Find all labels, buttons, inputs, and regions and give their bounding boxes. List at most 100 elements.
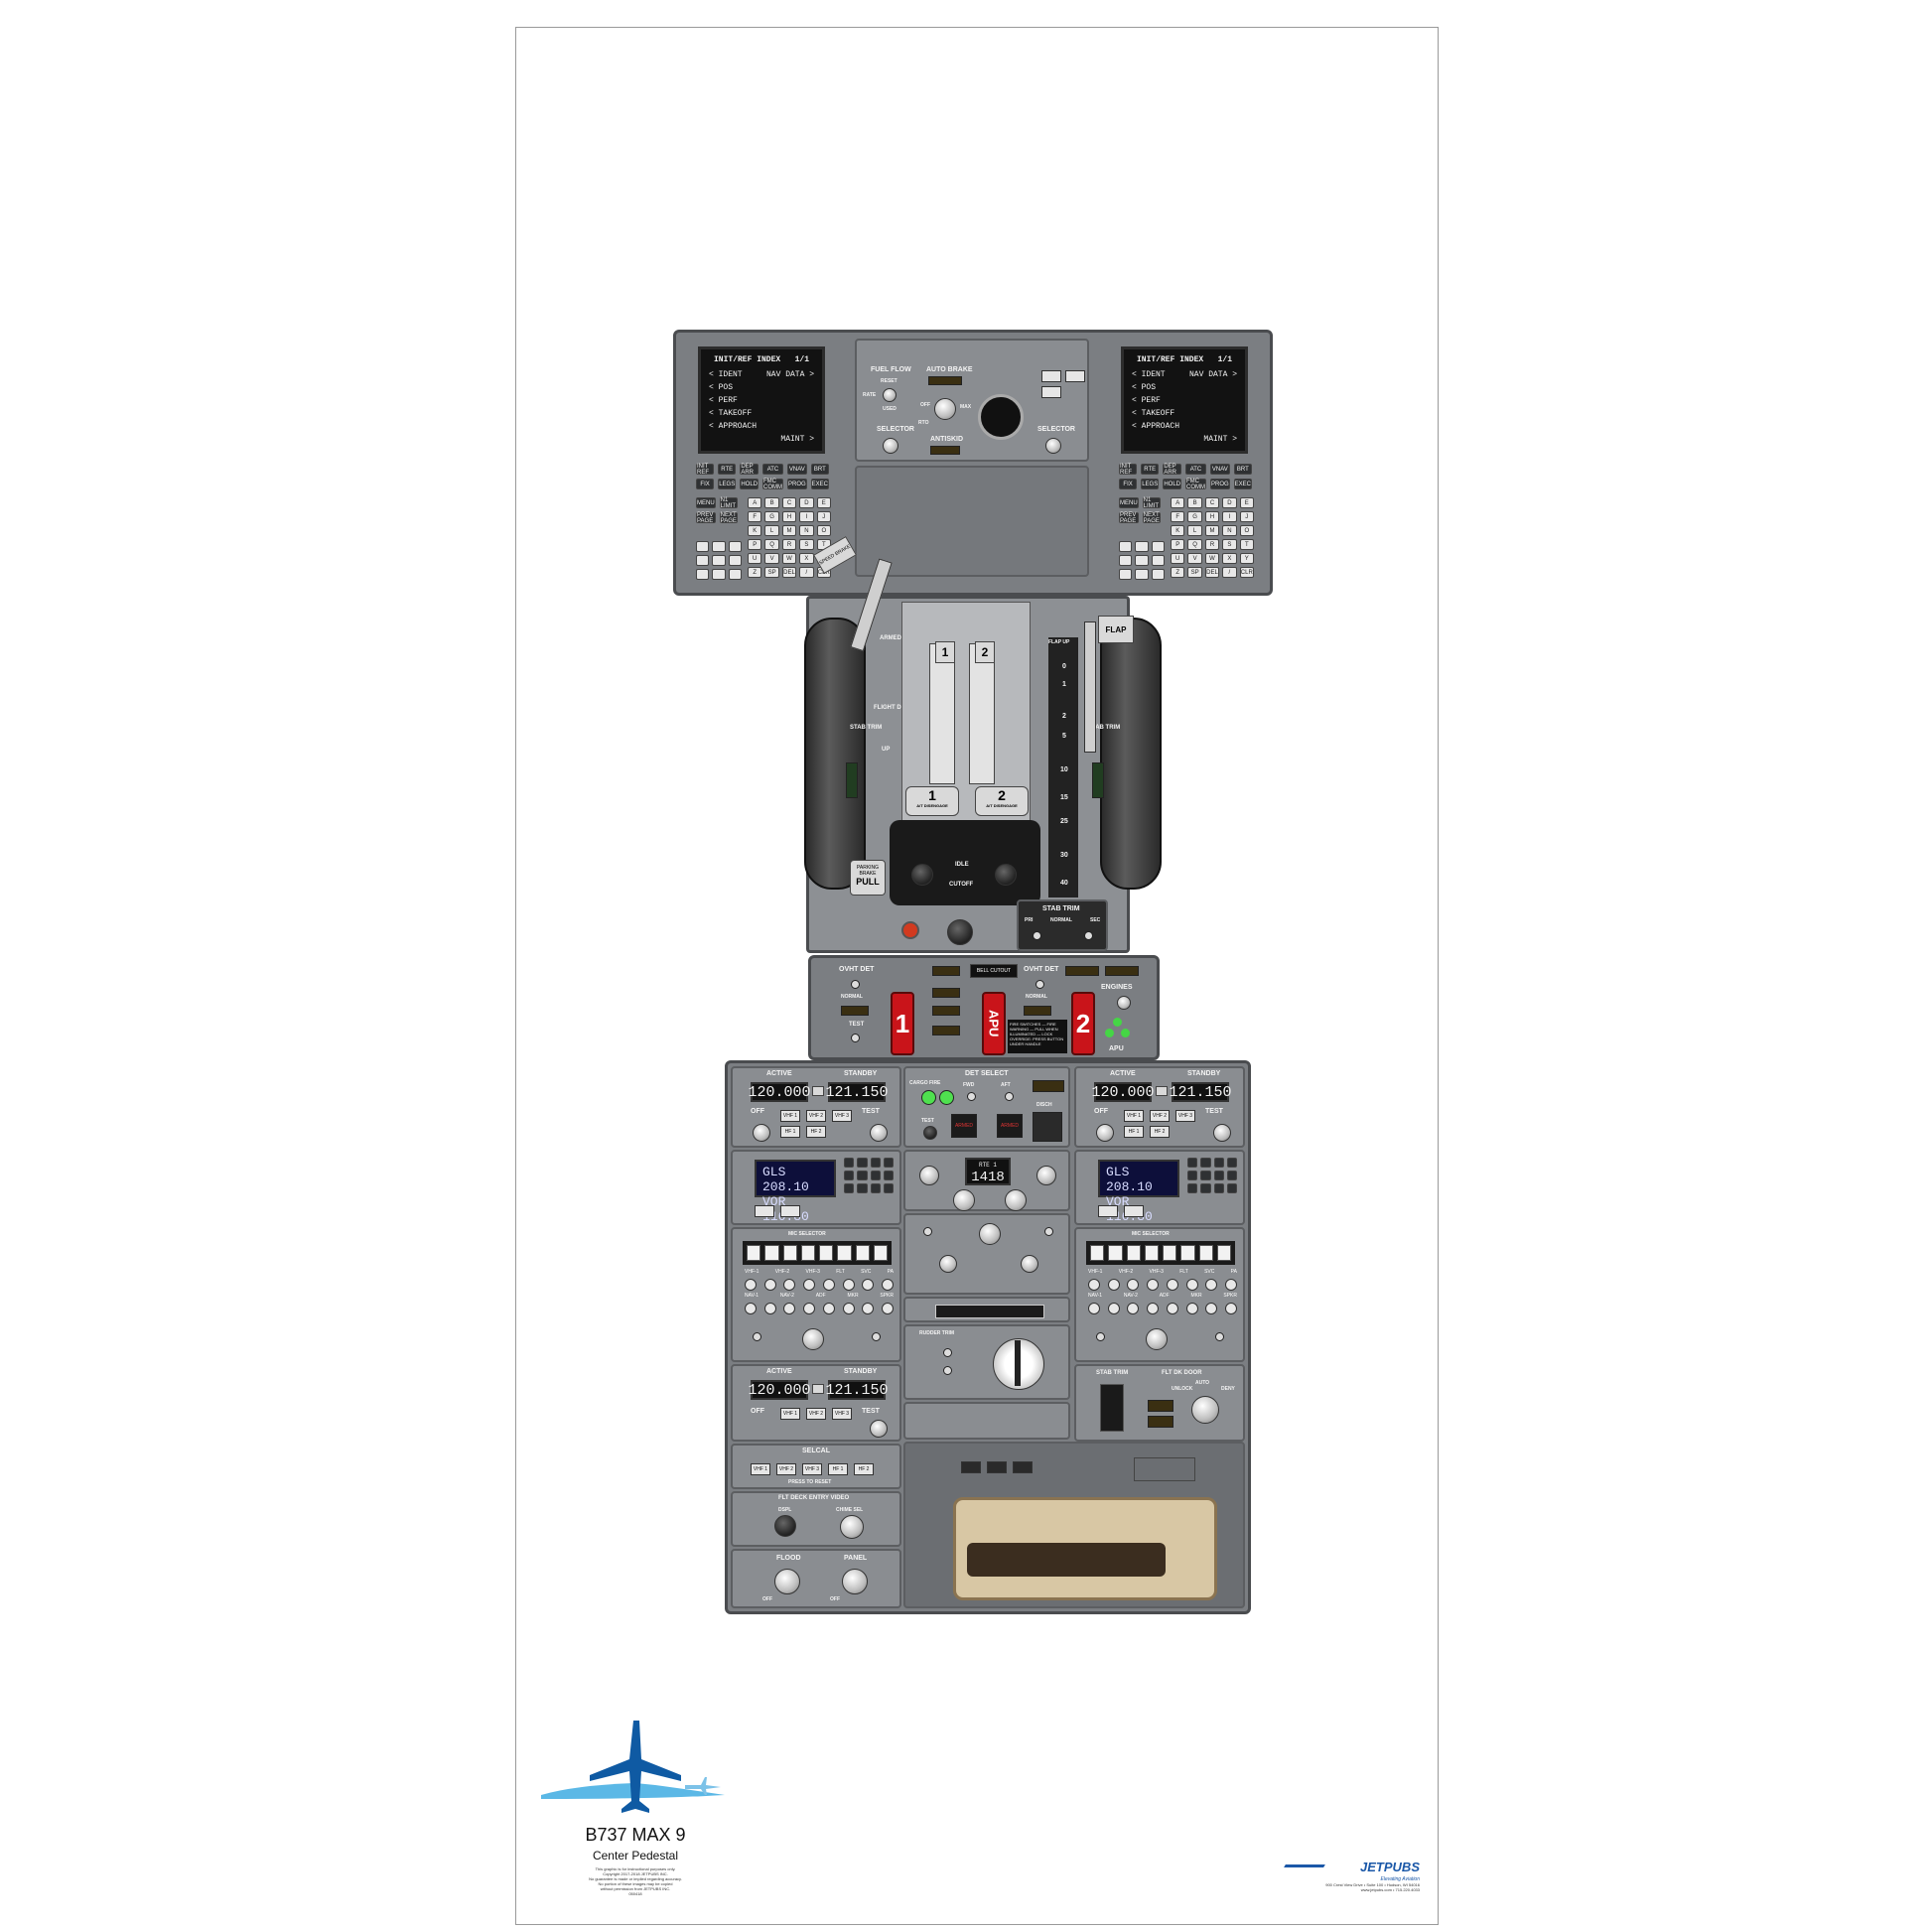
- chime-select-knob[interactable]: [840, 1515, 864, 1539]
- audio-knob-l1-0[interactable]: [745, 1279, 757, 1291]
- key-prog[interactable]: PROG: [786, 479, 807, 489]
- stab-trim-wheel-left[interactable]: [804, 618, 866, 890]
- cdu-left-key-11[interactable]: L: [764, 525, 779, 536]
- cdu-left-key-14[interactable]: O: [816, 525, 831, 536]
- atc-knob-left[interactable]: [919, 1166, 939, 1185]
- vhf-tune-knob-left-b[interactable]: [870, 1124, 888, 1142]
- at-disengage-2[interactable]: A/T DISENGAGE: [986, 803, 1018, 808]
- key-exec-right[interactable]: EXEC: [1233, 479, 1252, 489]
- cdu-right-key-23[interactable]: X: [1222, 553, 1237, 564]
- key-menu-right[interactable]: MENU: [1119, 497, 1139, 508]
- cdu-left-key-9[interactable]: J: [816, 511, 831, 522]
- atc-code-knob-a[interactable]: [953, 1189, 975, 1211]
- cdu-right-key-16[interactable]: Q: [1187, 539, 1202, 550]
- cdu-left-key-18[interactable]: S: [799, 539, 814, 550]
- key-hold-right[interactable]: HOLD: [1163, 479, 1181, 489]
- key-n1-limit[interactable]: N1 LIMIT: [719, 496, 738, 509]
- cdu-right-key-1[interactable]: B: [1187, 497, 1202, 508]
- cdu-right-key-14[interactable]: O: [1239, 525, 1254, 536]
- cdu-left-key-17[interactable]: R: [781, 539, 797, 550]
- key-prog-right[interactable]: PROG: [1209, 479, 1230, 489]
- cdu-left-key-26[interactable]: SP: [764, 567, 779, 578]
- key-fix-right[interactable]: FIX: [1119, 479, 1138, 489]
- audio-knob-l1-7[interactable]: [881, 1279, 894, 1291]
- cdu-left-key-20[interactable]: U: [748, 553, 762, 564]
- audio-knob-l2-0[interactable]: [745, 1303, 757, 1314]
- thrust-knob-1[interactable]: 1 A/T DISENGAGE: [905, 786, 959, 816]
- lsk-1l[interactable]: < IDENT: [709, 370, 743, 379]
- start-lever-2[interactable]: [995, 864, 1017, 886]
- key-menu[interactable]: MENU: [696, 497, 716, 508]
- key-init-ref[interactable]: INIT REF: [696, 464, 715, 476]
- cdu-left-key-16[interactable]: Q: [764, 539, 779, 550]
- vhf3-transfer-button[interactable]: [812, 1384, 824, 1394]
- cdu-right-key-17[interactable]: R: [1204, 539, 1220, 550]
- audio-knob-r2-0[interactable]: [1088, 1303, 1100, 1314]
- lsk-1r-right[interactable]: NAV DATA >: [1188, 370, 1237, 379]
- key-vnav[interactable]: VNAV: [786, 464, 807, 475]
- cdu-right-key-25[interactable]: Z: [1171, 567, 1185, 578]
- aft-det-select[interactable]: [1005, 1092, 1014, 1101]
- panel-light-knob[interactable]: [842, 1569, 868, 1594]
- audio-knob-l2-4[interactable]: [822, 1303, 835, 1314]
- thrust-knob-2[interactable]: 2 A/T DISENGAGE: [975, 786, 1029, 816]
- key-vnav-right[interactable]: VNAV: [1209, 464, 1230, 475]
- lsk-6r-right[interactable]: MAINT >: [1203, 435, 1237, 444]
- fire-test-switch[interactable]: [851, 1034, 860, 1042]
- audio-knob-l1-1[interactable]: [763, 1279, 776, 1291]
- bell-cutout-button[interactable]: BELL CUTOUT: [970, 964, 1018, 978]
- radar-mode-right[interactable]: [1044, 1227, 1053, 1236]
- cdu-left-key-13[interactable]: N: [799, 525, 814, 536]
- key-init-ref-right[interactable]: INIT REF: [1119, 464, 1138, 476]
- cdu-left-key-7[interactable]: H: [781, 511, 797, 522]
- cdu-right-key-7[interactable]: H: [1204, 511, 1220, 522]
- cdu-right-key-5[interactable]: F: [1171, 511, 1185, 522]
- stab-trim-switch-1[interactable]: [1033, 931, 1041, 940]
- cdu-left-key-12[interactable]: M: [781, 525, 797, 536]
- hf-1-button[interactable]: HF 1: [780, 1126, 800, 1138]
- stab-trim-override-guard[interactable]: [1100, 1384, 1124, 1432]
- fire-handle-apu[interactable]: APU: [982, 992, 1006, 1055]
- vhf-tune-knob-left-a[interactable]: [753, 1124, 770, 1142]
- fire-handle-eng-2[interactable]: 2: [1071, 992, 1095, 1055]
- cdu-left-key-10[interactable]: K: [748, 525, 762, 536]
- key-atc-right[interactable]: ATC: [1184, 464, 1206, 475]
- selector-knob-left[interactable]: [883, 438, 898, 454]
- ovht-det-switch-right[interactable]: [1035, 980, 1044, 989]
- atc-code-knob-b[interactable]: [1005, 1189, 1027, 1211]
- cdu-left-key-2[interactable]: C: [781, 497, 797, 508]
- lsk-5l[interactable]: < APPROACH: [709, 422, 758, 431]
- lsk-4l[interactable]: < TAKEOFF: [709, 409, 753, 418]
- vhf3-tune-knob[interactable]: [870, 1420, 888, 1438]
- lsk-1r[interactable]: NAV DATA >: [765, 370, 814, 379]
- key-legs-right[interactable]: LEGS: [1141, 479, 1160, 489]
- parking-brake-handle[interactable]: PARKING BRAKE PULL: [850, 860, 886, 896]
- radar-gain-left[interactable]: [939, 1255, 957, 1273]
- cdu-right-key-8[interactable]: I: [1222, 511, 1237, 522]
- cdu-right-key-12[interactable]: M: [1204, 525, 1220, 536]
- cdu-left-key-3[interactable]: D: [799, 497, 814, 508]
- auto-brake-selector[interactable]: [934, 398, 956, 420]
- lsk-4l-right[interactable]: < TAKEOFF: [1132, 409, 1175, 418]
- cdu-right-key-3[interactable]: D: [1222, 497, 1237, 508]
- audio-knob-l1-3[interactable]: [803, 1279, 816, 1291]
- reverser-handle-2[interactable]: 2: [975, 641, 995, 663]
- cdu-left-key-4[interactable]: E: [816, 497, 831, 508]
- extinguisher-test-switch[interactable]: [1117, 996, 1131, 1010]
- vhf-tune-knob-right-b[interactable]: [1213, 1124, 1231, 1142]
- key-prev-page-right[interactable]: PREV PAGE: [1119, 512, 1139, 524]
- lsk-6r[interactable]: MAINT >: [780, 435, 814, 444]
- audio-knob-r1-4[interactable]: [1166, 1279, 1178, 1291]
- audio-knob-r1-6[interactable]: [1205, 1279, 1218, 1291]
- audio-knob-r1-2[interactable]: [1127, 1279, 1140, 1291]
- vhf-transfer-button-left[interactable]: [812, 1086, 824, 1096]
- audio-knob-r2-7[interactable]: [1224, 1303, 1237, 1314]
- cdu-left-key-1[interactable]: B: [764, 497, 779, 508]
- audio-knob-r2-6[interactable]: [1205, 1303, 1218, 1314]
- cdu-left-key-23[interactable]: X: [799, 553, 814, 564]
- cdu-left-key-27[interactable]: DEL: [781, 567, 797, 578]
- audio-knob-l2-2[interactable]: [783, 1303, 796, 1314]
- key-fmc-comm-right[interactable]: FMC COMM: [1184, 478, 1206, 490]
- cdu-right-key-24[interactable]: Y: [1239, 553, 1254, 564]
- cdu-right-key-28[interactable]: /: [1222, 567, 1237, 578]
